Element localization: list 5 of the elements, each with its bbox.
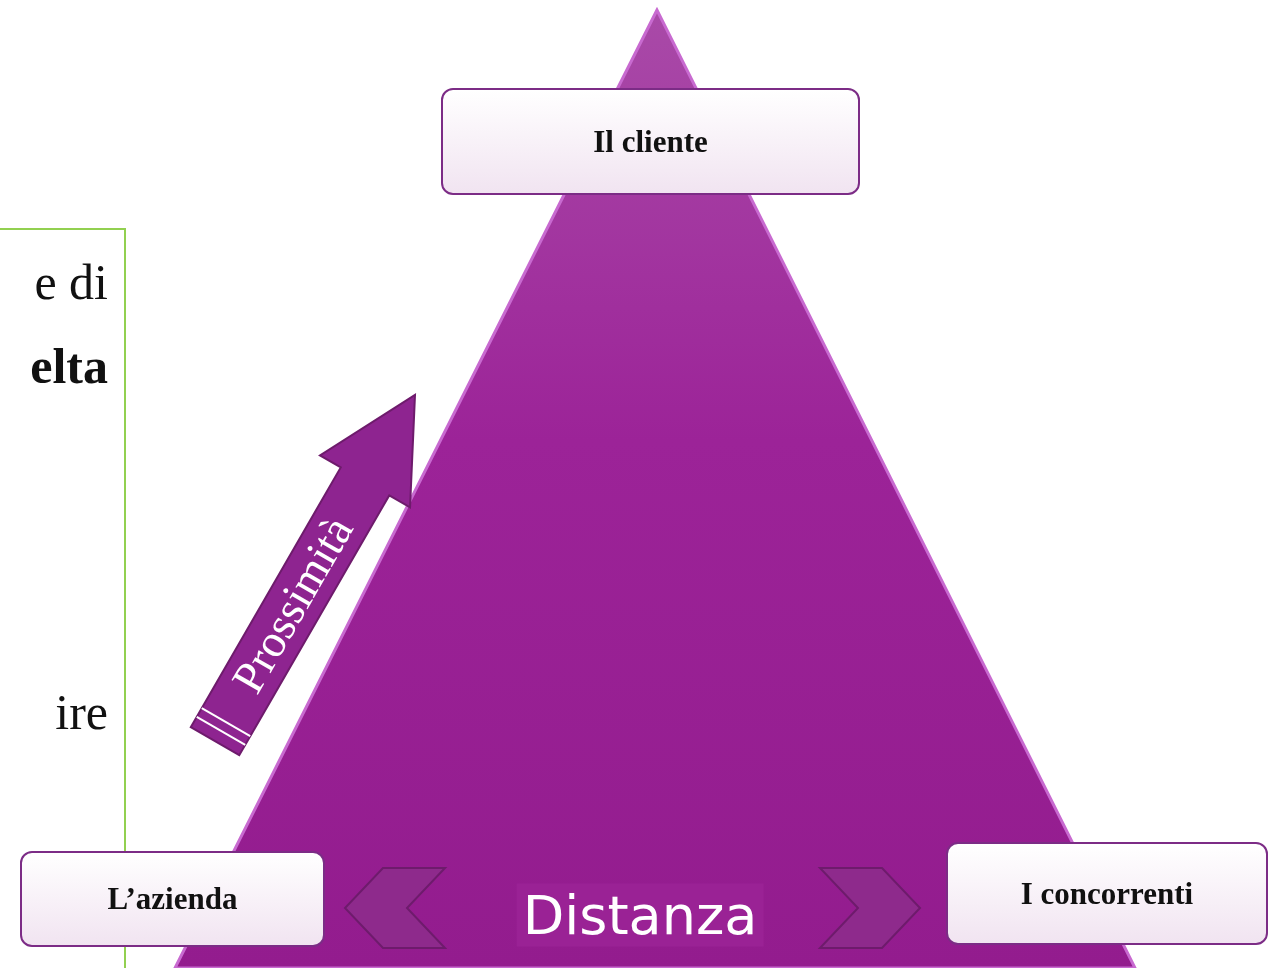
label-box: I concorrenti (946, 842, 1268, 945)
paragraph: ire (54, 683, 108, 742)
label-box: L’azienda (20, 851, 325, 947)
paragraph: e di elta (29, 253, 108, 396)
distance-label: Distanza (516, 883, 764, 947)
